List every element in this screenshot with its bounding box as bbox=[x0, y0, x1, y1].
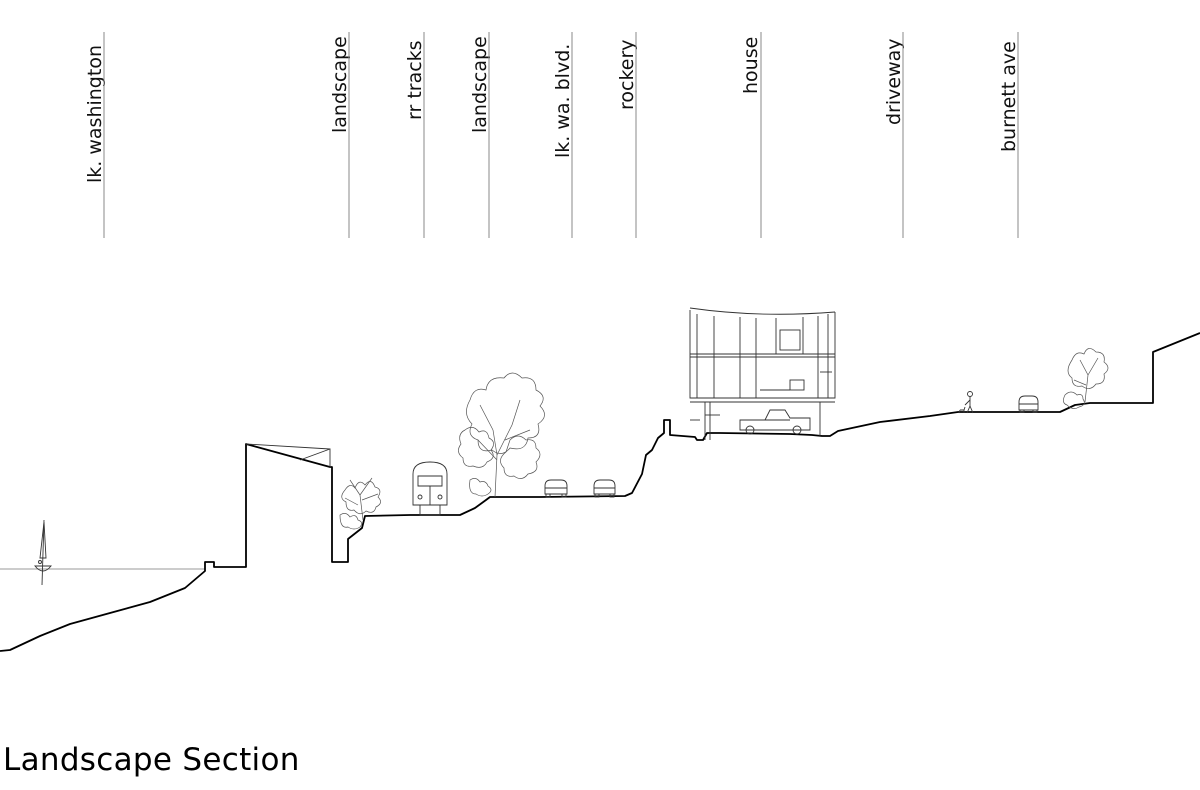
label-house: house bbox=[740, 32, 762, 238]
car-icon-3 bbox=[1018, 395, 1039, 413]
lake bbox=[0, 519, 205, 586]
label-text-landscape-2: landscape bbox=[469, 36, 491, 133]
section-title: Landscape Section bbox=[3, 742, 300, 778]
label-text-house: house bbox=[740, 37, 762, 94]
label-burnett-ave: burnett ave bbox=[998, 32, 1020, 238]
label-text-lk-wa-blvd: lk. wa. blvd. bbox=[552, 44, 574, 158]
label-landscape-2: landscape bbox=[469, 32, 491, 238]
shrub-landscape-1 bbox=[339, 477, 381, 530]
landscape-wall bbox=[245, 443, 331, 467]
truck-icon bbox=[739, 409, 811, 435]
label-text-driveway: driveway bbox=[883, 38, 905, 125]
label-text-landscape-1: landscape bbox=[329, 36, 351, 133]
ground-profile bbox=[0, 332, 1200, 652]
label-rockery: rockery bbox=[616, 32, 638, 238]
house-section bbox=[689, 307, 836, 440]
label-lk-washington: lk. washington bbox=[84, 32, 106, 238]
person-with-dog-icon bbox=[958, 391, 974, 414]
tree-landscape-2 bbox=[458, 372, 545, 498]
sailboat-icon bbox=[34, 519, 52, 586]
zone-labels: lk. washington landscape rr tracks lands… bbox=[84, 32, 1020, 238]
label-text-lk-washington: lk. washington bbox=[84, 45, 106, 183]
car-icon-2 bbox=[593, 479, 616, 498]
label-text-rr-tracks: rr tracks bbox=[404, 40, 426, 120]
label-text-rockery: rockery bbox=[616, 39, 638, 110]
label-lk-wa-blvd: lk. wa. blvd. bbox=[552, 32, 574, 238]
label-rr-tracks: rr tracks bbox=[404, 32, 426, 238]
train-icon bbox=[412, 461, 448, 516]
label-text-burnett-ave: burnett ave bbox=[998, 41, 1020, 152]
car-icon-1 bbox=[544, 479, 568, 498]
label-landscape-1: landscape bbox=[329, 32, 351, 238]
label-driveway: driveway bbox=[883, 32, 905, 238]
shrub-burnett-ave bbox=[1063, 348, 1109, 409]
